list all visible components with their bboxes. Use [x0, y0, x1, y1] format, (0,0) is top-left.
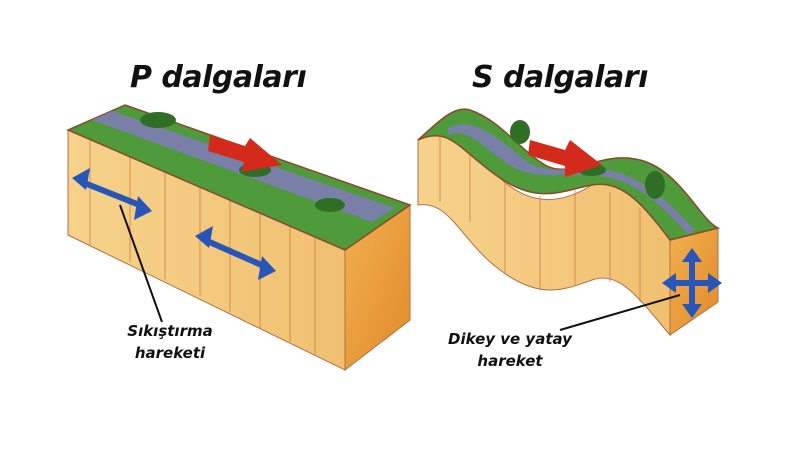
s-trees	[510, 120, 665, 199]
p-blue-double-arrow-2	[195, 226, 276, 280]
s-label-pointer	[559, 294, 681, 331]
s-rock-layers	[439, 137, 641, 302]
p-label-line1: Sıkıştırma	[127, 322, 213, 340]
s-red-arrow	[528, 140, 602, 177]
p-label-pointer	[119, 204, 163, 323]
p-wave-label: Sıkıştırma hareketi	[110, 320, 230, 364]
p-blue-double-arrow-1	[72, 168, 152, 220]
s-wave-title: S dalgaları	[472, 60, 648, 95]
p-label-line2: hareketi	[134, 344, 206, 362]
p-wave-block	[66, 104, 412, 372]
s-label-line2: hareket	[477, 352, 543, 370]
p-wave-title: P dalgaları	[130, 60, 307, 95]
s-wave-block	[417, 108, 722, 337]
s-label-line1: Dikey ve yatay	[448, 330, 572, 348]
s-blue-cross-arrow	[662, 248, 722, 318]
s-wave-label: Dikey ve yatay hareket	[440, 328, 580, 372]
p-red-arrow	[208, 135, 282, 172]
s-block-road	[448, 124, 695, 234]
p-rock-layers	[89, 140, 316, 355]
